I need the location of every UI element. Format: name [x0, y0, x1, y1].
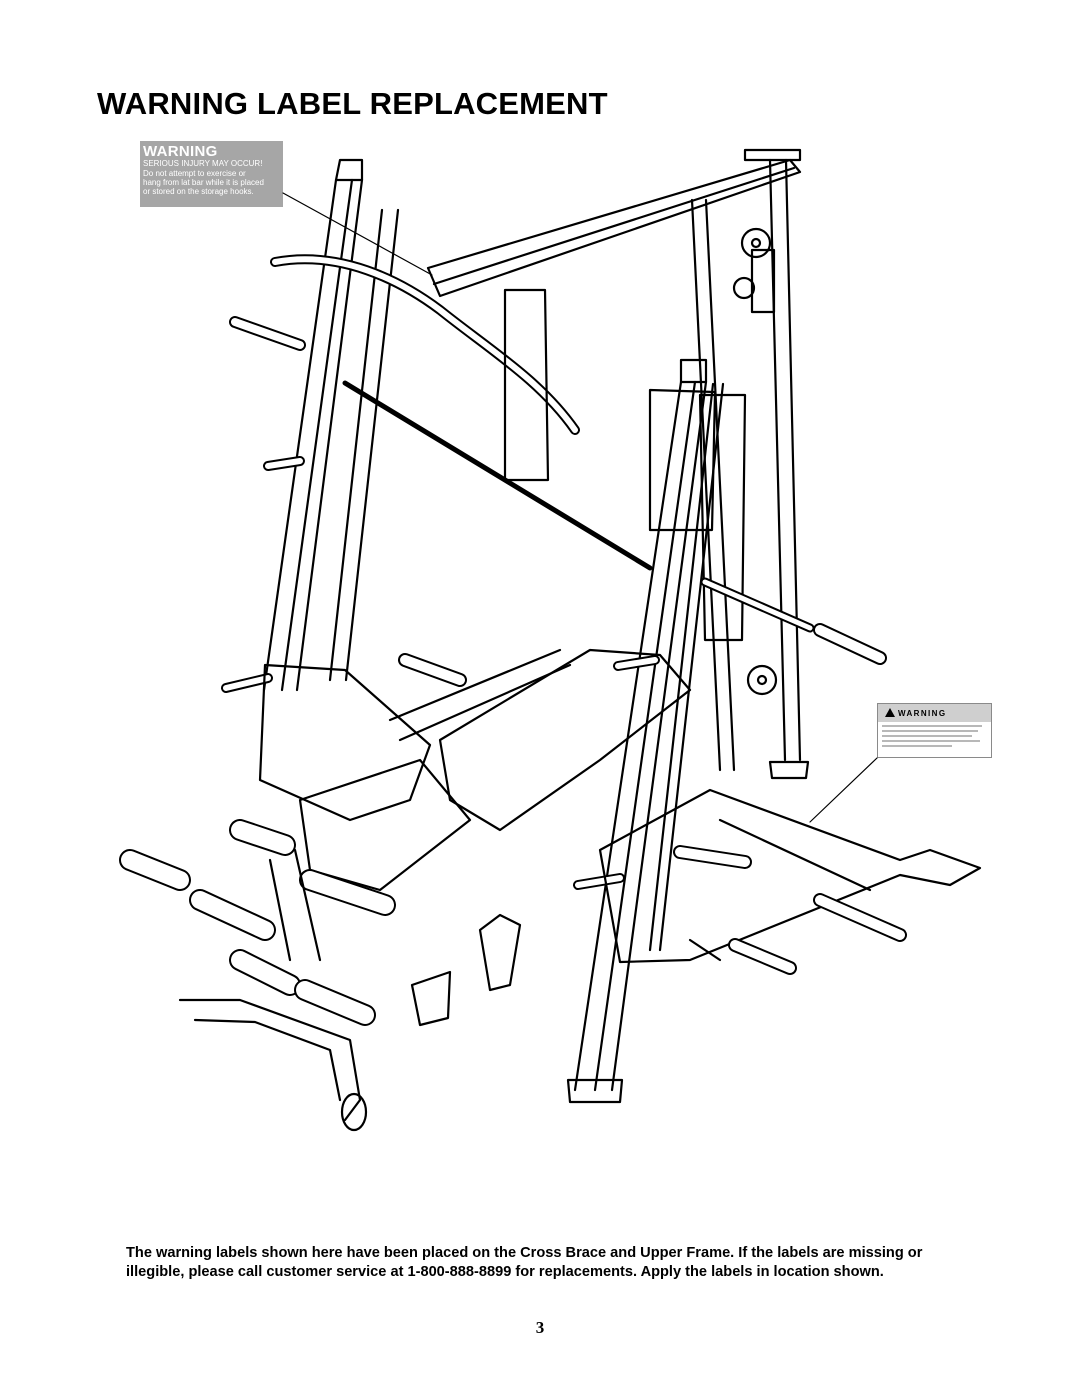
cross-brace-warning-label: WARNING — [877, 703, 992, 758]
warning-triangle-icon — [885, 708, 895, 717]
warning-label-fine-print — [878, 722, 991, 747]
warning-label-heading: WARNING — [898, 708, 947, 718]
instructions-paragraph: The warning labels shown here have been … — [126, 1245, 923, 1280]
warning-label-subheading: SERIOUS INJURY MAY OCCUR! — [143, 159, 263, 168]
warning-label-heading: WARNING — [143, 143, 218, 160]
warning-label-header-bar: WARNING — [878, 704, 991, 722]
page-number: 3 — [535, 1318, 545, 1337]
warning-label-body: Do not attempt to exercise or hang from … — [143, 169, 264, 196]
home-gym-diagram — [119, 148, 982, 1132]
page-title: WARNING LABEL REPLACEMENT — [97, 86, 608, 121]
upper-frame-warning-label: WARNING SERIOUS INJURY MAY OCCUR! Do not… — [140, 141, 283, 207]
